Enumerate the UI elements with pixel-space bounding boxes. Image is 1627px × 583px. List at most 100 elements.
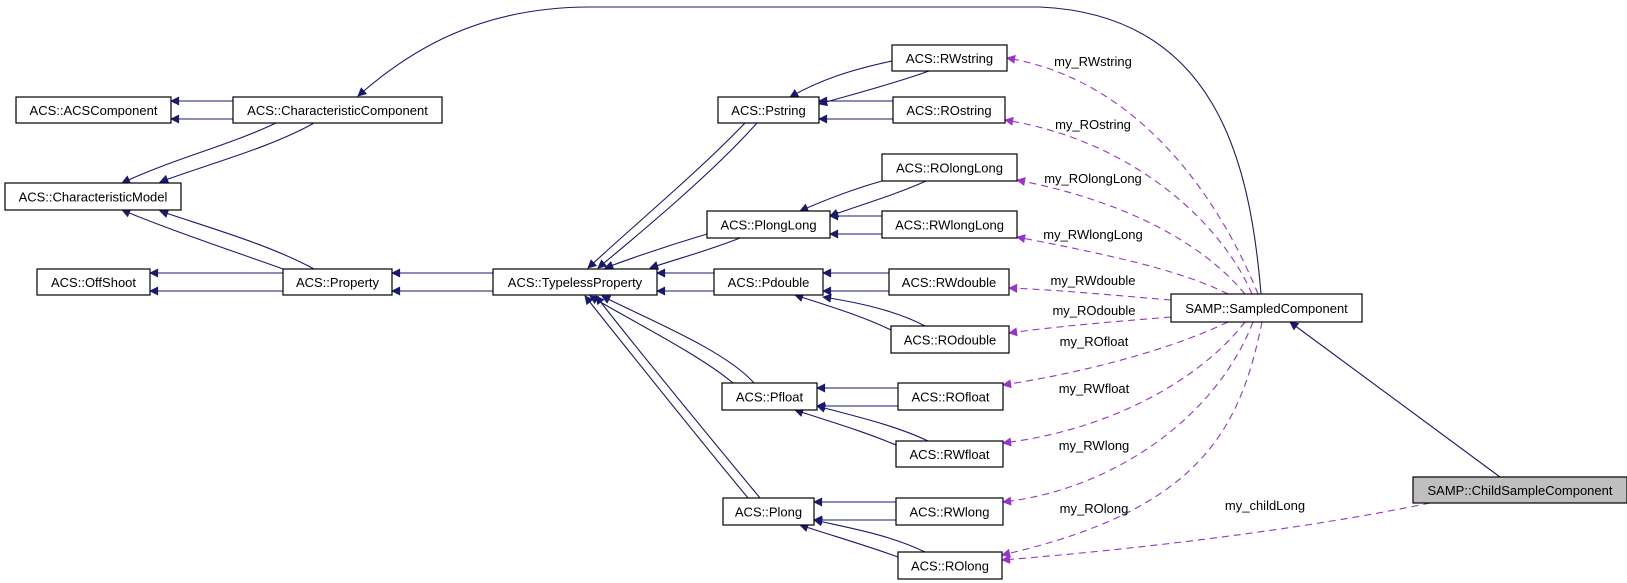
node-box — [881, 153, 1018, 182]
node-label: ACS::RWstring — [906, 51, 993, 66]
node-box — [492, 268, 658, 296]
node-box — [36, 268, 151, 296]
node-label: ACS::ROlongLong — [896, 161, 1003, 176]
class-node-property[interactable]: ACS::Property — [282, 268, 393, 296]
node-label: ACS::TypelessProperty — [508, 275, 643, 290]
edge-label: my_RWfloat — [1059, 381, 1130, 396]
class-node-pfloat[interactable]: ACS::Pfloat — [721, 382, 818, 411]
node-label: ACS::RWlongLong — [895, 218, 1004, 233]
member-edge-sampled-to-rostring — [1004, 116, 1253, 295]
member-arrow — [1001, 321, 1263, 558]
class-node-rolonglong[interactable]: ACS::ROlongLong — [881, 153, 1018, 182]
node-label: SAMP::SampledComponent — [1185, 301, 1348, 316]
member-arrow — [1004, 116, 1253, 295]
inheritance-arrow — [789, 60, 893, 98]
node-box — [891, 44, 1008, 72]
member-arrow — [1016, 177, 1246, 295]
node-box — [892, 96, 1006, 124]
member-arrow — [1008, 316, 1172, 337]
member-edge-sampled-to-rolong — [1001, 321, 1263, 558]
node-label: SAMP::ChildSampleComponent — [1428, 483, 1613, 498]
inheritance-edge-rostring-to-pstring — [818, 96, 893, 124]
class-node-rwlonglong[interactable]: ACS::RWlongLong — [881, 210, 1018, 239]
inheritance-edge-sampled-to-charcomp — [357, 6, 1262, 295]
class-node-charmodel[interactable]: ACS::CharacteristicModel — [4, 182, 182, 211]
inheritance-edge-child-to-sampled — [1289, 321, 1501, 478]
member-arrow — [1008, 283, 1172, 301]
node-label: ACS::Pfloat — [736, 390, 804, 405]
inheritance-arrow — [121, 208, 284, 270]
inheritance-arrow — [589, 295, 734, 384]
inheritance-arrow — [1289, 321, 1501, 478]
node-label: ACS::ROfloat — [911, 390, 989, 405]
class-node-rostring[interactable]: ACS::ROstring — [892, 96, 1006, 124]
member-arrow — [1016, 234, 1229, 295]
class-node-sampled[interactable]: SAMP::SampledComponent — [1170, 293, 1363, 323]
class-node-typeless[interactable]: ACS::TypelessProperty — [492, 268, 658, 296]
class-node-child[interactable]: SAMP::ChildSampleComponent — [1412, 476, 1627, 504]
member-edge-sampled-to-rwstring — [1006, 54, 1259, 295]
member-edge-child-to-rolong — [1001, 502, 1431, 564]
inheritance-edge-rwdouble-to-pdouble — [822, 268, 889, 296]
inheritance-edge-rwlonglong-to-plonglong — [829, 211, 882, 239]
class-node-acscomp[interactable]: ACS::ACSComponent — [15, 96, 172, 124]
inheritance-arrow — [121, 122, 277, 184]
inheritance-edge-rolonglong-to-plonglong — [799, 180, 927, 218]
edge-label: my_RWstring — [1054, 54, 1132, 69]
inheritance-edge-charcomp-to-charmodel — [121, 122, 315, 184]
node-box — [890, 325, 1010, 354]
node-label: ACS::ACSComponent — [30, 103, 158, 118]
node-box — [4, 182, 182, 211]
node-label: ACS::Plong — [735, 505, 802, 520]
inheritance-arrow — [595, 295, 761, 499]
inheritance-edge-pdouble-to-typeless — [656, 268, 714, 296]
node-label: ACS::OffShoot — [51, 275, 136, 290]
member-arrow — [1002, 321, 1246, 447]
class-node-pstring[interactable]: ACS::Pstring — [717, 96, 820, 124]
inheritance-arrow — [601, 295, 755, 384]
node-box — [1170, 293, 1363, 323]
class-node-plonglong[interactable]: ACS::PlongLong — [706, 210, 831, 239]
node-box — [881, 210, 1018, 239]
node-box — [706, 210, 831, 239]
class-node-rwlong[interactable]: ACS::RWlong — [895, 497, 1004, 526]
class-node-plong[interactable]: ACS::Plong — [722, 497, 815, 526]
class-node-pdouble[interactable]: ACS::Pdouble — [713, 268, 824, 296]
edge-label: my_ROstring — [1055, 117, 1131, 132]
edge-label: my_RWlongLong — [1043, 227, 1142, 242]
inheritance-arrow — [159, 209, 315, 270]
class-node-rwdouble[interactable]: ACS::RWdouble — [888, 268, 1010, 296]
node-label: ACS::ROlong — [911, 559, 989, 574]
inheritance-edge-rofloat-to-pfloat — [816, 383, 898, 411]
class-node-rodouble[interactable]: ACS::ROdouble — [890, 325, 1010, 354]
edge-label: my_RWdouble — [1050, 273, 1135, 288]
inheritance-arrow — [816, 403, 929, 442]
inheritance-arrow — [159, 122, 315, 184]
class-node-rolong[interactable]: ACS::ROlong — [897, 551, 1003, 580]
inheritance-arrow — [357, 6, 1262, 295]
node-box — [888, 268, 1010, 296]
inheritance-arrow — [822, 293, 926, 327]
node-box — [721, 382, 818, 411]
edge-label: my_ROlongLong — [1044, 171, 1142, 186]
class-node-charcomp[interactable]: ACS::CharacteristicComponent — [232, 96, 443, 124]
node-label: ACS::RWlong — [910, 505, 990, 520]
node-box — [895, 497, 1004, 526]
class-node-rwstring[interactable]: ACS::RWstring — [891, 44, 1008, 72]
node-box — [232, 96, 443, 124]
member-edge-sampled-to-rwlonglong — [1016, 234, 1229, 295]
edge-label: my_ROdouble — [1052, 303, 1135, 318]
class-node-rofloat[interactable]: ACS::ROfloat — [897, 382, 1004, 411]
node-label: ACS::Pdouble — [728, 275, 810, 290]
class-node-offshoot[interactable]: ACS::OffShoot — [36, 268, 151, 296]
inheritance-arrow — [799, 180, 883, 212]
member-edge-sampled-to-rwlong — [1002, 321, 1254, 506]
class-node-rwfloat[interactable]: ACS::RWfloat — [895, 440, 1004, 468]
node-label: ACS::Pstring — [731, 103, 805, 118]
node-label: ACS::ROstring — [906, 103, 991, 118]
edge-label: my_ROfloat — [1060, 334, 1129, 349]
inheritance-edge-rwlong-to-plong — [813, 497, 896, 525]
node-label: ACS::CharacteristicModel — [19, 190, 168, 205]
edge-label: my_RWlong — [1059, 438, 1130, 453]
inheritance-arrow — [794, 408, 897, 446]
